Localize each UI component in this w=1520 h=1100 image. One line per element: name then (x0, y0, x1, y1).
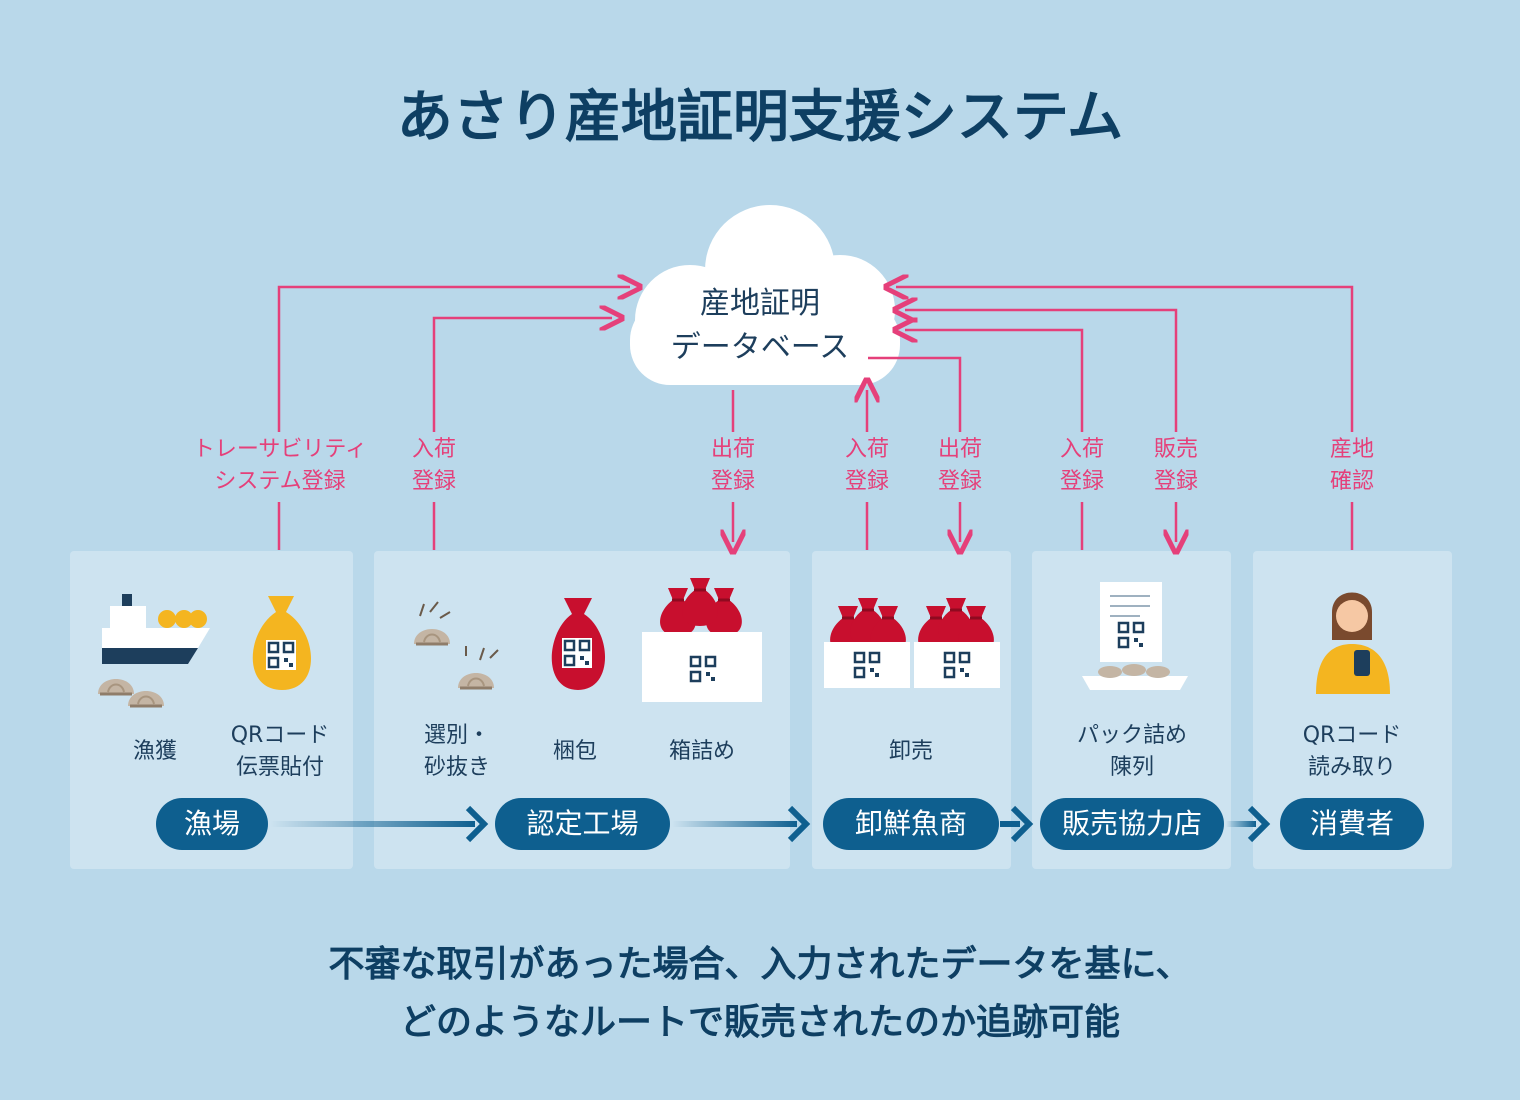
stage-pill-retailer (1040, 798, 1224, 850)
stage-flow-arrows (270, 805, 1271, 843)
flow-label-shop-in-1: 入荷 (1059, 437, 1104, 462)
stage-label-retailer: 販売協力店 (1061, 807, 1202, 840)
stage-label-certified-factory: 認定工場 (526, 807, 639, 840)
flow-label-trace-1: トレーサビリティ (192, 437, 368, 462)
database-label-line1: 産地証明 (700, 286, 820, 321)
database-label-line2: データベース (670, 330, 850, 365)
arrow-shop-sale (905, 310, 1178, 432)
step-label-boxing: 箱詰め (668, 739, 735, 764)
step-label-wholesale: 卸売 (888, 739, 933, 764)
flow-label-factory-out-1: 出荷 (710, 437, 755, 462)
flow-label-factory-in-1: 入荷 (411, 437, 456, 462)
step-label-fishing: 漁獲 (132, 739, 177, 764)
panel-retailer (1032, 551, 1231, 869)
step-label-read-1: QRコード (1302, 723, 1402, 748)
step-label-sort-2: 砂抜き (423, 755, 490, 780)
stage-pill-certified-factory (495, 798, 670, 850)
step-label-qr-slip-1: QRコード (230, 723, 330, 748)
arrow-consumer (896, 287, 1354, 432)
database-cloud (630, 205, 900, 385)
flow-label-consumer-1: 産地 (1329, 437, 1374, 462)
flow-label-whole-out-1: 出荷 (937, 437, 982, 462)
flow-label-factory-in-2: 登録 (411, 469, 456, 494)
step-label-packing-2: 陳列 (1109, 755, 1154, 780)
flow-label-whole-out-2: 登録 (937, 469, 982, 494)
flow-arrows (277, 287, 1354, 550)
stage-pill-fishing-ground (156, 798, 268, 850)
packed-box-icon (642, 576, 762, 702)
fishing-boat-icon (102, 594, 210, 664)
stage-pill-wholesaler (823, 798, 999, 850)
net-bag-qr-icon (252, 596, 311, 690)
wholesale-boxes-icon (824, 596, 1000, 688)
step-label-read-2: 読み取り (1307, 755, 1396, 780)
arrow-trace-register (277, 287, 630, 432)
footer-line2: どのようなルートで販売されたのか追跡可能 (399, 1002, 1120, 1043)
flow-label-consumer-2: 確認 (1329, 469, 1374, 494)
stage-label-consumer: 消費者 (1309, 807, 1394, 840)
stage-pill-consumer (1280, 798, 1424, 850)
step-label-sort-1: 選別・ (423, 723, 490, 748)
receipt-tray-icon (1082, 582, 1188, 690)
footer-line1: 不審な取引があった場合、入力されたデータを基に、 (328, 944, 1192, 985)
flow-label-trace-2: システム登録 (214, 469, 346, 494)
stage-label-fishing-ground: 漁場 (183, 807, 240, 840)
flow-label-shop-sale-2: 登録 (1153, 469, 1198, 494)
page-title: あさり産地証明支援システム (396, 85, 1124, 150)
red-bag-qr-icon (551, 598, 606, 690)
panel-consumer (1253, 551, 1452, 869)
stage-pills (156, 798, 1424, 850)
flow-label-shop-sale-1: 販売 (1153, 437, 1198, 462)
consumer-person-icon (1316, 592, 1390, 694)
step-label-qr-slip-2: 伝票貼付 (235, 755, 324, 780)
step-label-pack: 梱包 (552, 739, 597, 764)
arrow-shop-in (905, 330, 1084, 432)
flow-label-whole-in-2: 登録 (844, 469, 889, 494)
step-label-packing-1: パック詰め (1076, 723, 1187, 748)
flow-label-factory-out-2: 登録 (710, 469, 755, 494)
sorting-clams-icon (412, 601, 499, 690)
arrow-whole-out (868, 356, 962, 432)
flow-label-shop-in-2: 登録 (1059, 469, 1104, 494)
flow-label-whole-in-1: 入荷 (844, 437, 889, 462)
stage-label-wholesaler: 卸鮮魚商 (854, 807, 967, 840)
arrow-factory-in (432, 318, 612, 432)
